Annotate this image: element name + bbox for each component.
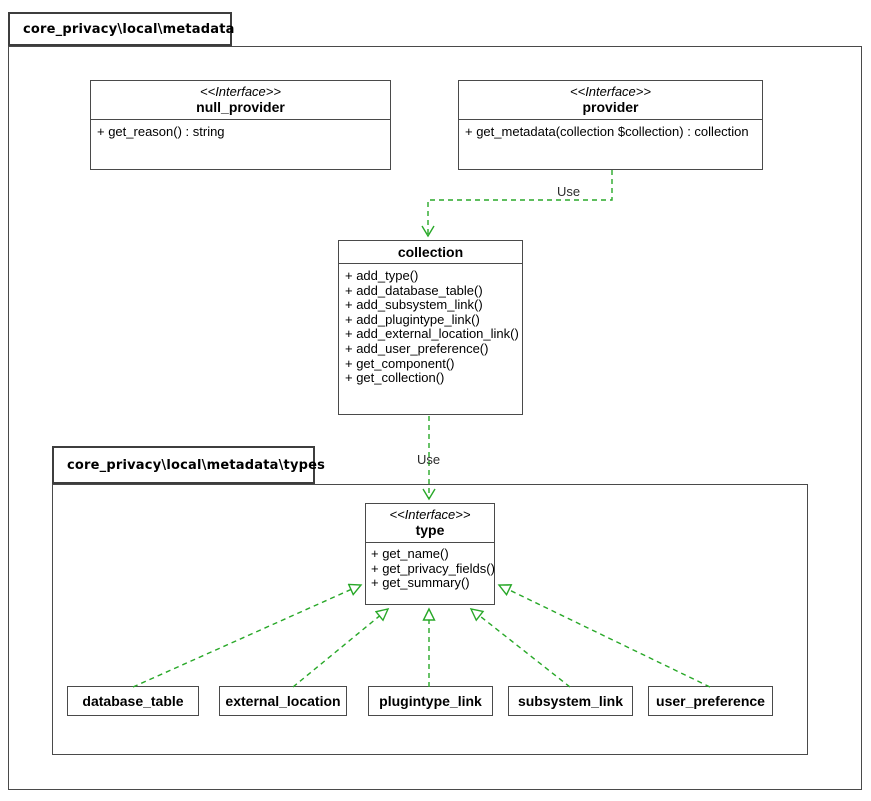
class-box-external-location: external_location [219, 686, 347, 716]
method-item: + add_database_table() [345, 282, 483, 298]
class-name: type [415, 522, 445, 538]
package-tab-core-privacy-local-metadata-types: core_privacy\local\metadata\types [52, 446, 325, 484]
method-item: + add_plugintype_link() [345, 311, 480, 327]
method-item: + get_metadata(collection $collection) :… [465, 124, 749, 139]
method-item: + add_type() [345, 268, 419, 283]
method-item: + add_external_location_link() [345, 326, 519, 342]
package-body-core-privacy-local-metadata-types [52, 484, 808, 755]
method-item: + get_name() [371, 546, 449, 561]
stereotype-label: <<Interface>> [200, 84, 281, 99]
class-methods: + get_name() + get_privacy_fields() + ge… [366, 543, 495, 595]
class-box-plugintype-link: plugintype_link [368, 686, 493, 716]
class-name: collection [397, 244, 464, 260]
method-item: + add_user_preference() [345, 340, 489, 356]
edge-label-use-collection-type: Use [417, 452, 441, 467]
edge-label-use-provider-collection: Use [557, 184, 581, 199]
stereotype-label: <<Interface>> [570, 84, 651, 99]
method-item: + get_summary() [371, 575, 470, 591]
class-methods: + get_reason() : string [91, 120, 390, 145]
class-header: <<Interface>> null_provider [91, 81, 390, 120]
class-box-provider: <<Interface>> provider + get_metadata(co… [458, 80, 763, 170]
class-header: <<Interface>> provider [459, 81, 762, 120]
package-label: core_privacy\local\metadata [23, 21, 235, 37]
method-item: + add_subsystem_link() [345, 297, 483, 313]
class-methods: + get_metadata(collection $collection) :… [459, 120, 762, 145]
method-item: + get_privacy_fields() [371, 560, 495, 576]
class-box-subsystem-link: subsystem_link [508, 686, 633, 716]
class-name: database_table [82, 693, 184, 709]
class-box-collection: collection + add_type() + add_database_t… [338, 240, 523, 415]
class-box-user-preference: user_preference [648, 686, 773, 716]
package-body-core-privacy-local-metadata [8, 46, 862, 790]
class-name: provider [582, 99, 639, 115]
method-item: + get_reason() : string [97, 124, 225, 139]
class-box-null-provider: <<Interface>> null_provider + get_reason… [90, 80, 391, 170]
method-item: + get_collection() [345, 370, 445, 386]
package-tab-core-privacy-local-metadata: core_privacy\local\metadata [8, 12, 235, 46]
stereotype-label: <<Interface>> [389, 507, 471, 522]
class-header: <<Interface>> type [366, 504, 494, 543]
class-name: user_preference [656, 693, 765, 709]
class-name: subsystem_link [517, 693, 624, 709]
class-methods: + add_type() + add_database_table() + ad… [339, 264, 522, 391]
class-box-type: <<Interface>> type + get_name() + get_pr… [365, 503, 495, 605]
method-item: + get_component() [345, 355, 455, 371]
class-name: plugintype_link [379, 693, 482, 709]
class-header: collection [339, 241, 522, 264]
class-name: external_location [225, 693, 341, 709]
class-box-database-table: database_table [67, 686, 199, 716]
package-label: core_privacy\local\metadata\types [67, 457, 326, 473]
class-name: null_provider [196, 99, 285, 115]
